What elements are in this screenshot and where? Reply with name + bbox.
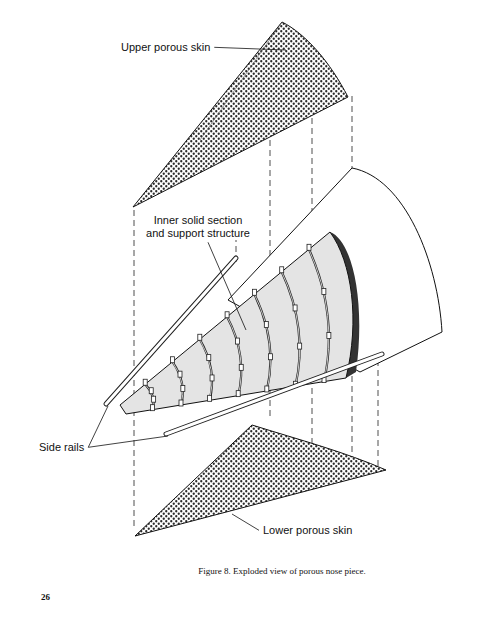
rib-tab [149,388,153,394]
rib-tab [252,289,256,295]
part-label: Lower porous skin [262,524,353,537]
rib-tab [178,371,182,377]
rib-tab [150,405,154,411]
rib-tab [280,267,284,273]
rib-tab [152,396,156,402]
rib-tab [143,379,147,385]
rib-tab [207,355,211,361]
part-label: Upper porous skin [120,41,211,54]
support-rib [309,249,329,381]
part-label: Inner solid section and support structur… [143,214,253,239]
rib-tab [293,305,297,311]
leader-line [214,47,286,50]
support-rib [200,339,212,400]
support-rib [254,294,270,391]
rib-tab [239,364,243,370]
support-rib [227,317,241,396]
leader-line [232,514,259,530]
rib-tab [179,400,183,406]
part-label: Side rails [38,441,85,454]
page-number: 26 [40,592,51,602]
rib-tab [198,334,202,340]
leader-line [88,406,108,447]
rib-tab [210,375,214,381]
rib-tab [171,357,175,363]
rib-tab [322,288,326,294]
rib-tab [298,343,302,349]
support-rib [282,272,300,386]
rib-tab [236,391,240,397]
rib-tab [327,333,331,339]
leader-line [208,242,246,330]
rib-tab [307,244,311,250]
side-rails [106,258,382,434]
rib-tab [264,322,268,328]
figure-caption: Figure 8. Exploded view of porous nose p… [198,566,366,576]
support-rib [173,362,183,405]
rib-tab [181,386,185,392]
leader-line [88,436,168,447]
rib-tab [225,312,229,318]
lower-porous-skin [135,425,386,536]
rib-tab [236,338,240,344]
rib-tab [268,354,272,360]
rib-tab [265,386,269,392]
rib-tab [208,395,212,401]
